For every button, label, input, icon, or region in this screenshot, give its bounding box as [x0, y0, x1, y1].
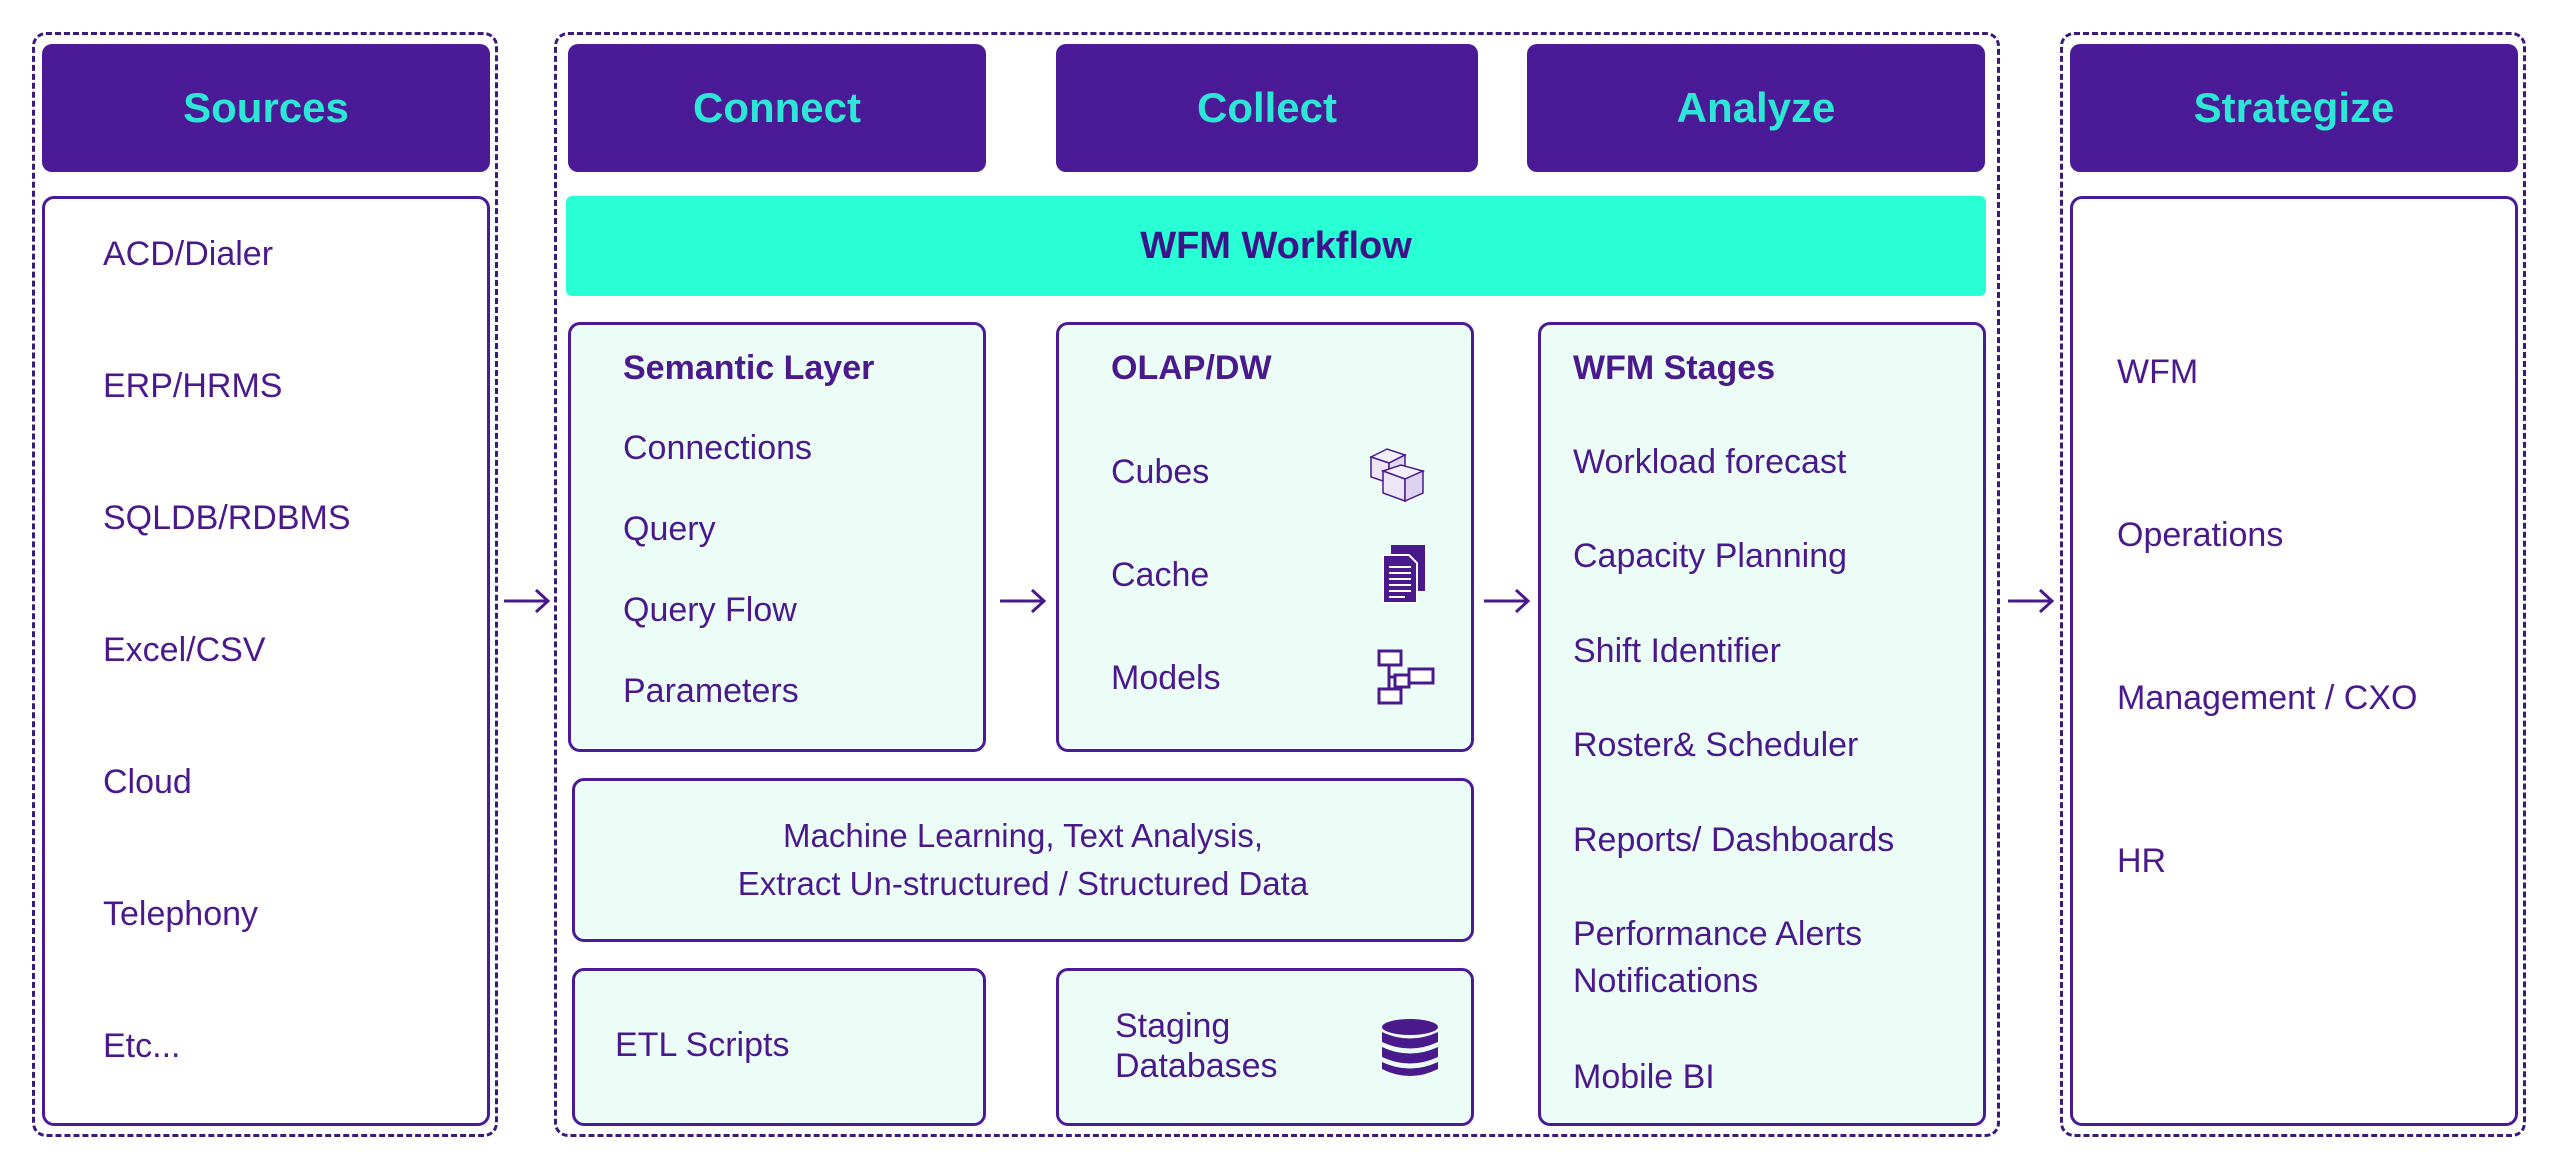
model-diagram-icon — [1377, 649, 1435, 705]
header-connect: Connect — [568, 44, 986, 172]
list-item: ERP/HRMS — [103, 367, 283, 405]
arrow-right-icon — [504, 588, 551, 614]
arrow-right-icon — [2008, 588, 2055, 614]
list-item: Cloud — [103, 763, 192, 801]
list-item: Shift Identifier — [1573, 632, 1781, 670]
header-sources: Sources — [42, 44, 490, 172]
strategize-group — [2060, 32, 2526, 1137]
sources-panel: ACD/Dialer ERP/HRMS SQLDB/RDBMS Excel/CS… — [42, 196, 490, 1126]
list-item: Models — [1111, 659, 1221, 697]
wfm-stages-box: WFM Stages Workload forecast Capacity Pl… — [1538, 322, 1986, 1126]
olap-title: OLAP/DW — [1111, 349, 1272, 387]
semantic-layer-title: Semantic Layer — [623, 349, 875, 387]
list-item: HR — [2117, 842, 2167, 880]
list-item: Etc... — [103, 1027, 181, 1065]
list-item: Parameters — [623, 672, 799, 710]
arrow-right-icon — [1000, 588, 1047, 614]
list-item: WFM — [2117, 353, 2199, 391]
olap-dw-box: OLAP/DW Cubes Cache Models — [1056, 322, 1474, 752]
list-item: Connections — [623, 429, 813, 467]
list-item: Reports/ Dashboards — [1573, 821, 1895, 859]
list-item: Query Flow — [623, 591, 797, 629]
arrow-right-icon — [1484, 588, 1531, 614]
list-item: Operations — [2117, 516, 2284, 554]
list-item: Capacity Planning — [1573, 537, 1848, 575]
list-item: Query — [623, 510, 716, 548]
header-strategize: Strategize — [2070, 44, 2518, 172]
header-collect: Collect — [1056, 44, 1478, 172]
ml-line-2: Extract Un-structured / Structured Data — [737, 865, 1309, 902]
wfm-workflow-banner: WFM Workflow — [566, 196, 1986, 296]
list-item: Workload forecast — [1573, 443, 1847, 481]
etl-label: ETL Scripts — [615, 1026, 790, 1064]
etl-scripts-box: ETL Scripts — [572, 968, 986, 1126]
list-item: Cubes — [1111, 453, 1210, 491]
workflow-group — [554, 32, 2000, 1137]
header-analyze: Analyze — [1527, 44, 1985, 172]
list-item: Roster& Scheduler — [1573, 726, 1859, 764]
list-item: SQLDB/RDBMS — [103, 499, 351, 537]
list-item: Performance Alerts — [1573, 915, 1863, 953]
list-item: Mobile BI — [1573, 1058, 1715, 1096]
staging-line-1: Staging — [1115, 1007, 1231, 1045]
strategize-panel: WFM Operations Management / CXO HR — [2070, 196, 2518, 1126]
list-item: Notifications — [1573, 962, 1759, 1000]
document-icon — [1382, 545, 1425, 604]
ml-line-1: Machine Learning, Text Analysis, — [783, 817, 1263, 854]
wfm-stages-title: WFM Stages — [1573, 349, 1776, 387]
database-icon — [1382, 1019, 1438, 1076]
list-item: Cache — [1111, 556, 1210, 594]
semantic-layer-box: Semantic Layer Connections Query Query F… — [568, 322, 986, 752]
sources-group — [32, 32, 498, 1137]
machine-learning-box: Machine Learning, Text Analysis, Extract… — [572, 778, 1474, 942]
list-item: Excel/CSV — [103, 631, 266, 669]
staging-databases-box: Staging Databases — [1056, 968, 1474, 1126]
list-item: Telephony — [103, 895, 259, 933]
staging-line-2: Databases — [1115, 1047, 1278, 1085]
list-item: ACD/Dialer — [103, 235, 274, 273]
list-item: Management / CXO — [2117, 679, 2418, 717]
cubes-icon — [1369, 448, 1426, 503]
